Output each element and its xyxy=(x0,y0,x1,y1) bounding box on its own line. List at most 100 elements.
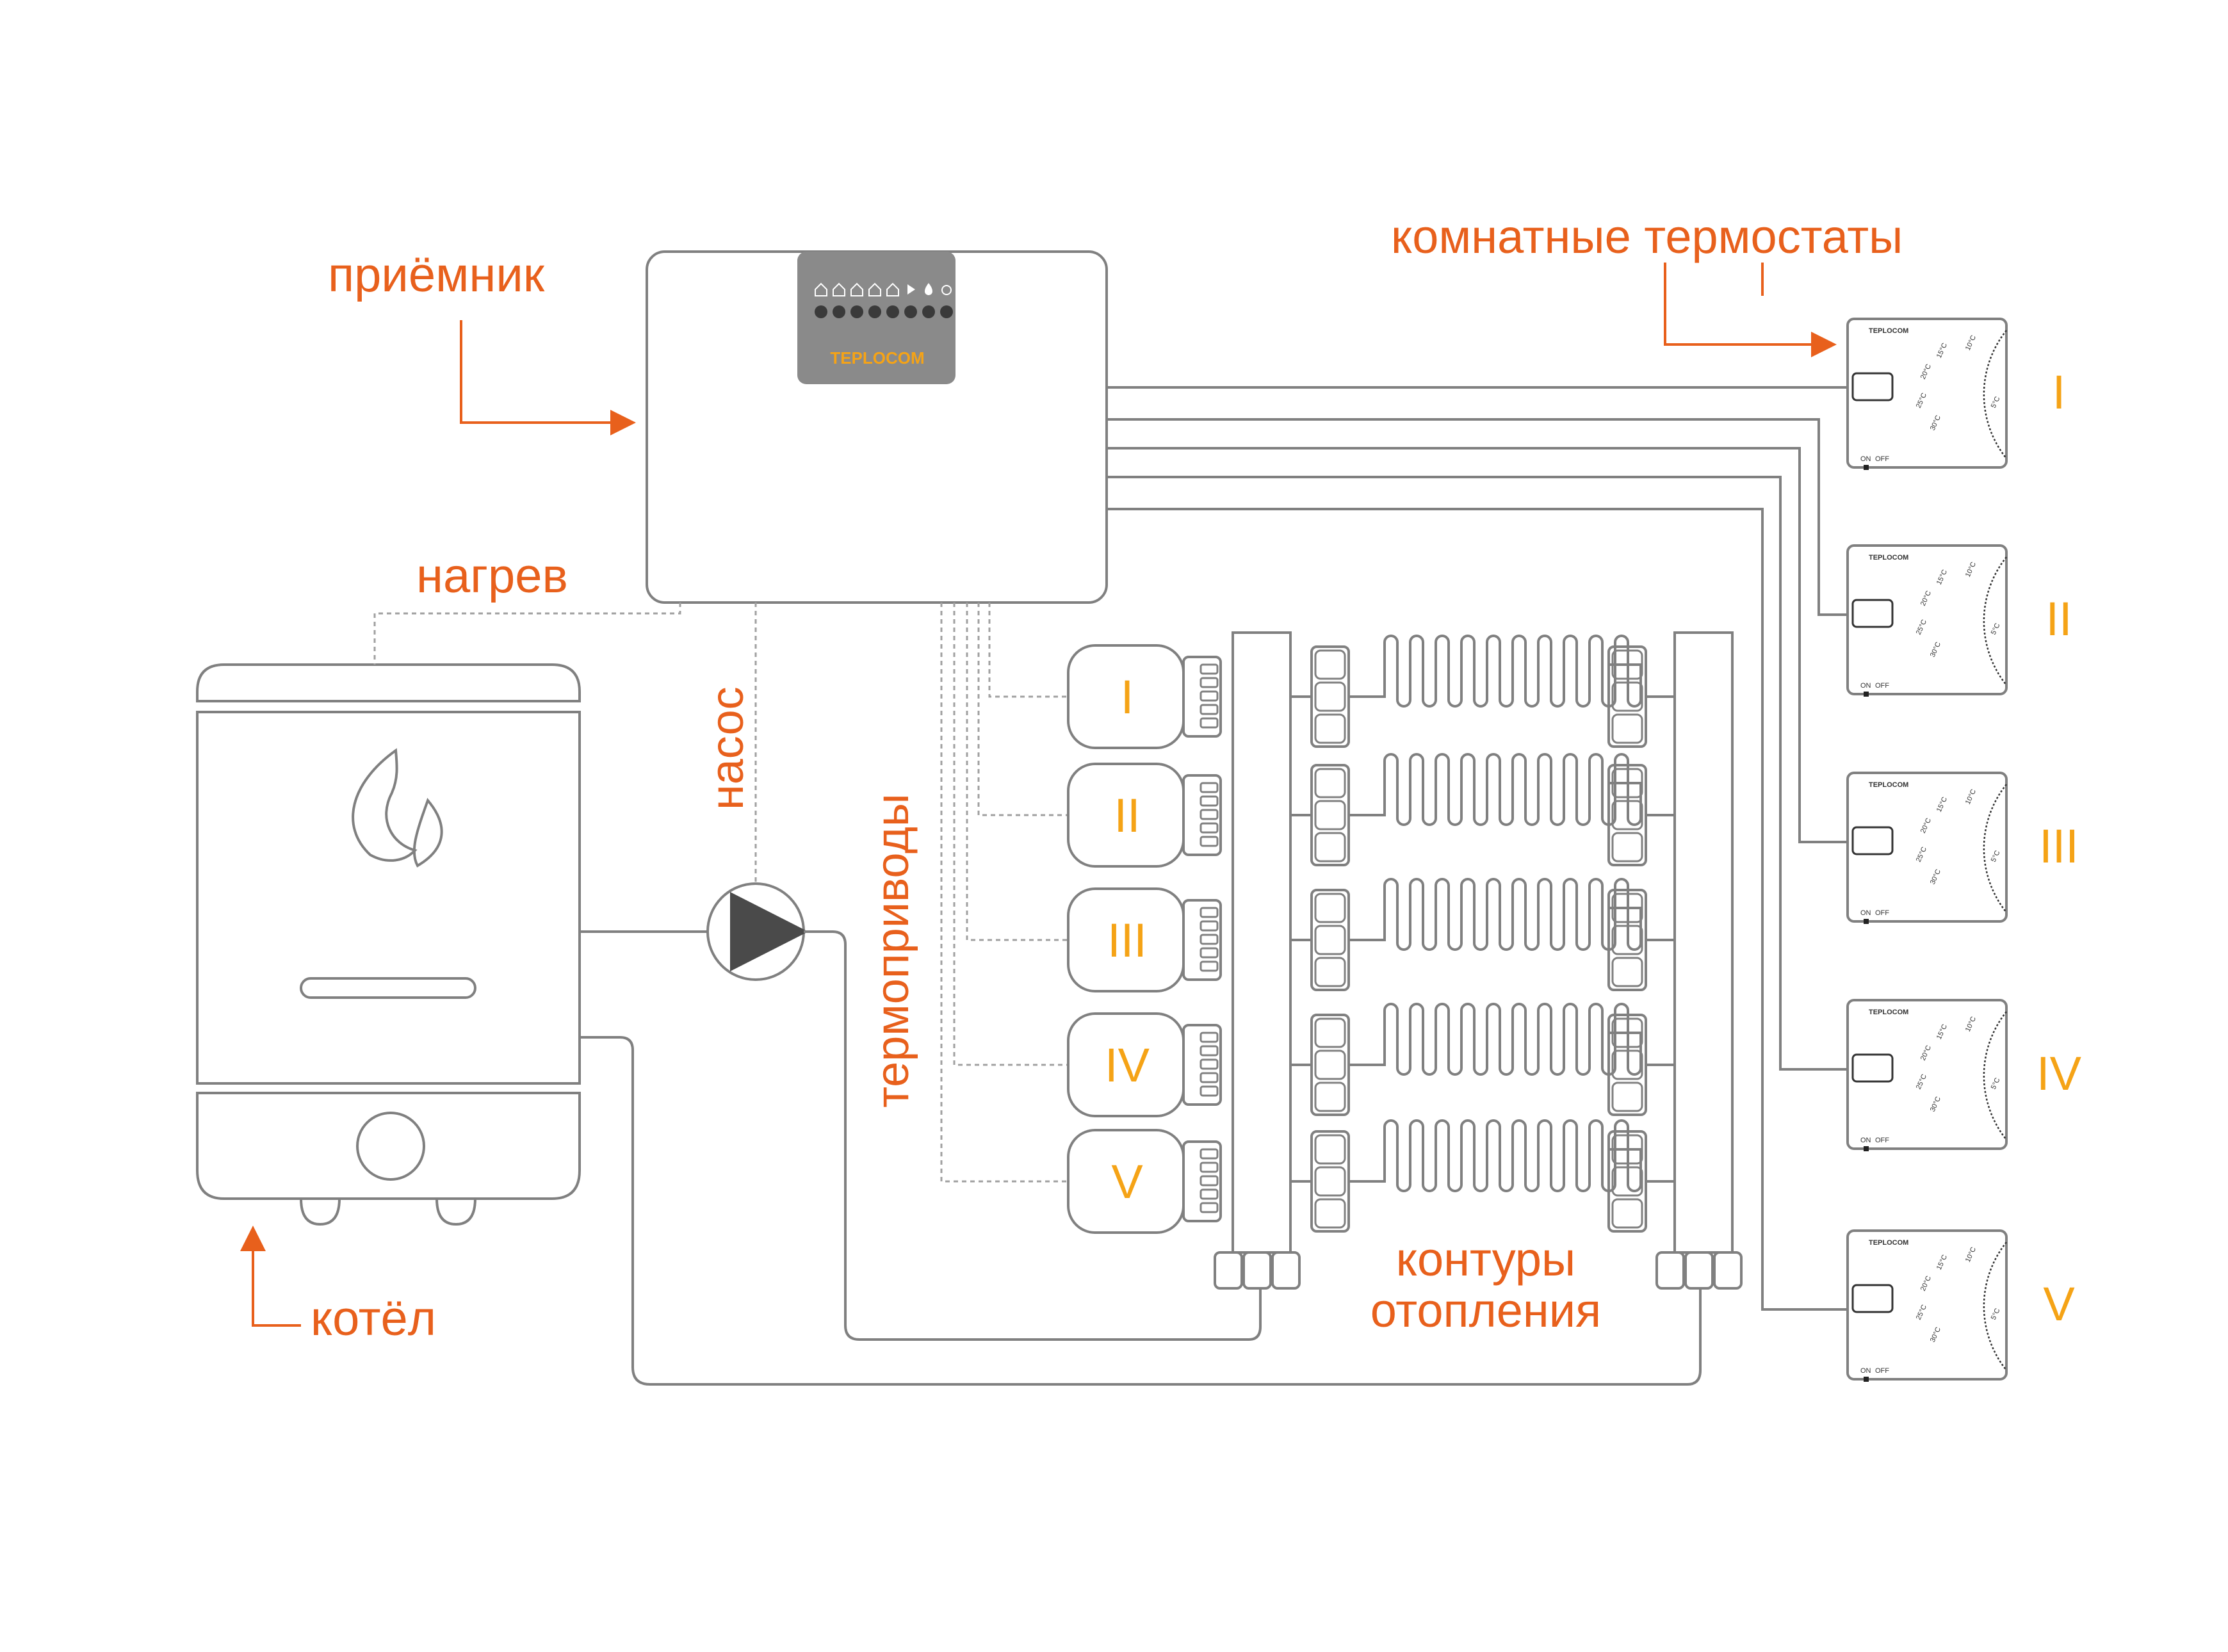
heating-loop xyxy=(1349,1003,1642,1076)
boiler-body xyxy=(196,711,581,1085)
manifold-bar xyxy=(1214,631,1301,1290)
boiler-knob xyxy=(356,1112,425,1181)
thermostat-zone-numeral: II xyxy=(2045,592,2072,645)
thermal-actuator: I xyxy=(1067,644,1222,749)
heating-circuit xyxy=(1290,635,1675,748)
thermostat-display xyxy=(1851,1284,1894,1313)
receiver-led-row xyxy=(815,305,953,318)
receiver-brand: TEPLOCOM xyxy=(830,348,924,368)
manifolds xyxy=(1214,631,1743,1290)
receiver-led xyxy=(850,305,863,318)
thermostat-switch-on: ON xyxy=(1860,1137,1871,1144)
actuator-zone-numeral: II xyxy=(1114,789,1140,842)
receiver-unit: TEPLOCOM xyxy=(646,250,1108,604)
thermostat-brand: TEPLOCOM xyxy=(1869,327,1908,335)
zone-house-icon xyxy=(868,282,881,296)
thermostat-zone-numeral: I xyxy=(2053,366,2066,419)
heating-circuit xyxy=(1290,1119,1675,1233)
thermostat-switch-on: ON xyxy=(1860,909,1871,917)
thermal-actuator: V xyxy=(1067,1129,1222,1234)
heating-circuit xyxy=(1290,878,1675,991)
thermostat-dial xyxy=(1983,1242,2007,1371)
thermostat-dial xyxy=(1983,556,2007,686)
circuits-label-line1: контуры xyxy=(1396,1233,1575,1286)
circuit-valve xyxy=(1607,889,1647,991)
circuit-valve xyxy=(1310,1014,1350,1116)
boiler-base xyxy=(196,1092,581,1200)
thermostat-switch-off: OFF xyxy=(1875,909,1889,917)
heating-label: нагрев xyxy=(416,549,568,603)
thermostat-display xyxy=(1851,599,1894,628)
thermostat-dial xyxy=(1983,784,2007,913)
zone-house-icon xyxy=(886,282,899,296)
boiler-foot-right xyxy=(435,1198,476,1226)
pump xyxy=(706,882,808,981)
manifold-bar xyxy=(1655,631,1743,1290)
drop-icon xyxy=(925,283,932,295)
zone-house-icon xyxy=(833,282,845,296)
receiver-led xyxy=(815,305,827,318)
thermostat-brand: TEPLOCOM xyxy=(1869,1008,1908,1016)
thermostat-switch xyxy=(1864,465,1869,470)
thermostats-label: комнатные термостаты xyxy=(1391,210,1903,263)
circuit-valve xyxy=(1310,889,1350,991)
actuator-zone-numeral: IV xyxy=(1105,1039,1150,1092)
thermostat-switch-on: ON xyxy=(1860,1367,1871,1375)
heating-loop xyxy=(1349,878,1642,951)
pump-label: насос xyxy=(702,686,753,810)
thermostat-display xyxy=(1851,1053,1894,1083)
circuit-valve xyxy=(1607,764,1647,866)
circuit-valve xyxy=(1310,645,1350,748)
thermostat-display xyxy=(1851,372,1894,401)
thermostat-brand: TEPLOCOM xyxy=(1869,554,1908,562)
heating-loop xyxy=(1349,753,1642,826)
boiler-label: котёл xyxy=(311,1292,436,1346)
receiver-indicator-icons xyxy=(815,282,952,296)
manifold-end-fitting xyxy=(1655,1251,1743,1290)
thermostat-zone-numeral: IV xyxy=(2037,1047,2082,1100)
label-arrows xyxy=(240,263,1837,1327)
receiver-led xyxy=(868,305,881,318)
receiver-led xyxy=(922,305,935,318)
circuits-label-line2: отопления xyxy=(1370,1284,1601,1337)
thermostat-brand: TEPLOCOM xyxy=(1869,781,1908,789)
heating-loop xyxy=(1349,1119,1642,1192)
heating-signal-line xyxy=(373,603,681,665)
receiver-arrow xyxy=(460,320,636,435)
thermostat-switch xyxy=(1864,1146,1869,1151)
zone-house-icon xyxy=(850,282,863,296)
receiver-led xyxy=(904,305,917,318)
boiler-arrow xyxy=(240,1226,301,1327)
boiler-top-cap xyxy=(196,663,581,702)
heating-loop xyxy=(1349,635,1642,708)
thermal-actuator: III xyxy=(1067,887,1222,992)
receiver-led xyxy=(833,305,845,318)
thermal-actuator: II xyxy=(1067,763,1222,868)
thermostat-switch-off: OFF xyxy=(1875,682,1889,690)
receiver-led xyxy=(886,305,899,318)
actuator-zone-numeral: I xyxy=(1121,670,1134,724)
pump-arrow-icon xyxy=(730,892,808,971)
receiver-label: приёмник xyxy=(328,248,545,302)
heating-circuit xyxy=(1290,1003,1675,1116)
thermostat-switch-on: ON xyxy=(1860,455,1871,463)
thermostat-brand: TEPLOCOM xyxy=(1869,1239,1908,1247)
heating-circuit xyxy=(1290,753,1675,866)
heating-circuits xyxy=(1290,635,1675,1233)
thermostat-zone-numeral: III xyxy=(2039,820,2079,873)
thermostat-switch-on: ON xyxy=(1860,682,1871,690)
thermostats-arrow xyxy=(1664,263,1837,357)
boiler-slot xyxy=(300,977,476,999)
thermostat-dial xyxy=(1983,1011,2007,1140)
water-pipes xyxy=(580,930,1702,1386)
thermostat-switch xyxy=(1864,919,1869,924)
boiler-foot-left xyxy=(300,1198,341,1226)
flame-icon xyxy=(352,748,443,868)
control-wiring xyxy=(373,603,1082,1183)
actuator-zone-numeral: III xyxy=(1107,914,1147,967)
